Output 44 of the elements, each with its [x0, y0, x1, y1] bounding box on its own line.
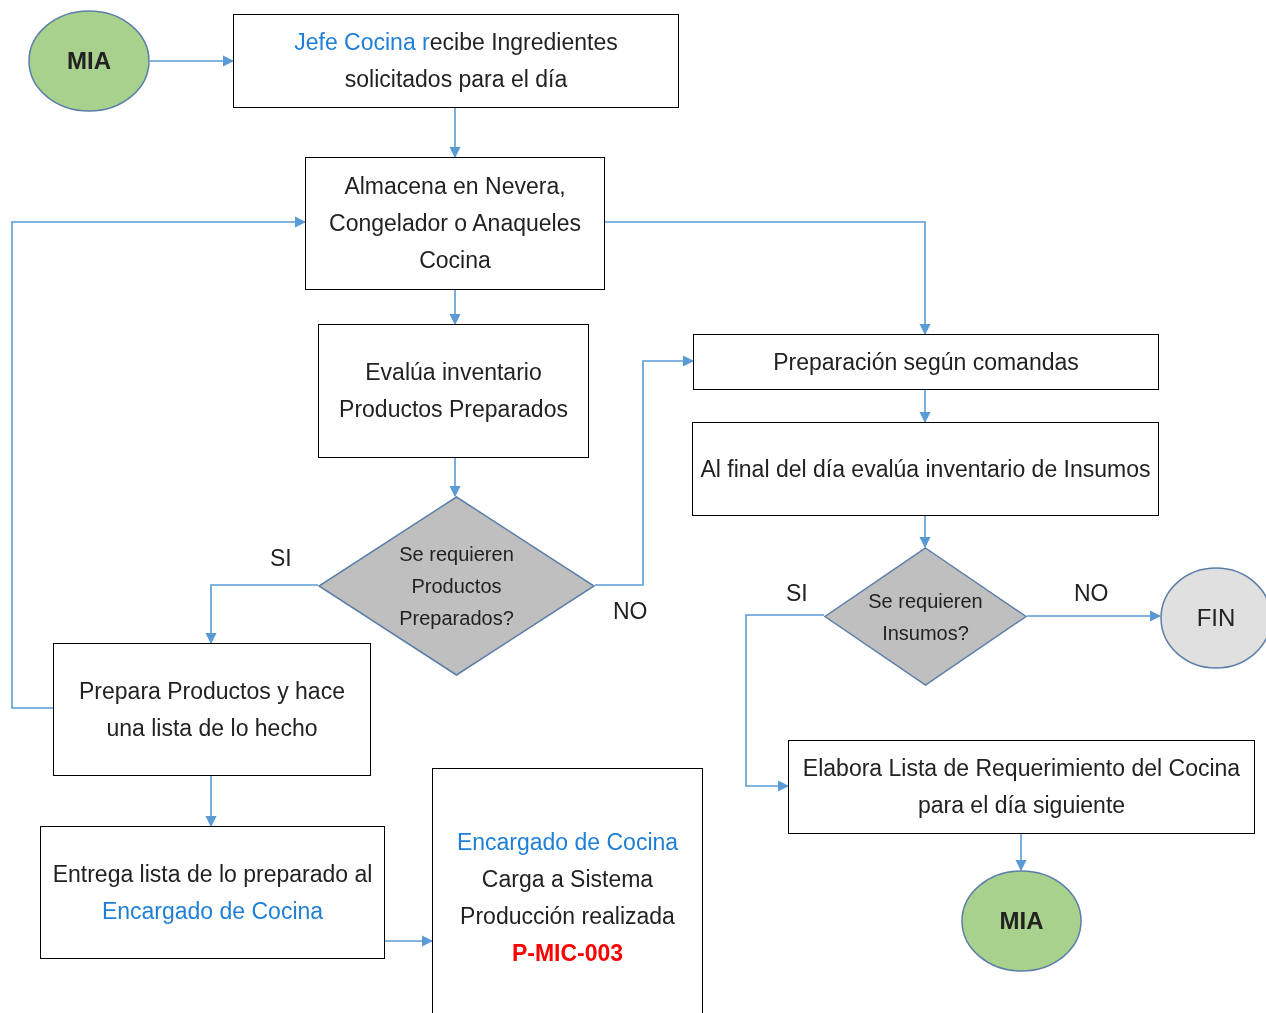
process-box [233, 14, 679, 108]
node-text: Almacena en Nevera, Congelador o Anaqueles Cocina [328, 172, 582, 275]
node-text: Entrega lista de lo preparado al Encargado de Cocina [51, 859, 374, 926]
node-text: Se requieren Insumos? [867, 588, 984, 646]
arrow [205, 584, 319, 645]
node-text: FIN [1196, 604, 1236, 632]
arrow [449, 107, 461, 159]
node-text: Al final del día evalúa inventario de Insumos [700, 454, 1151, 484]
node-text: Se requieren Productos Preparados? [398, 542, 515, 631]
terminal-circle [28, 10, 150, 112]
arrow [745, 614, 825, 792]
decision-diamond [824, 547, 1027, 686]
process-box [693, 334, 1159, 390]
node-text: Evalúa inventario Productos Preparados [338, 358, 569, 424]
arrow [594, 355, 695, 586]
node-text: P-MIC-003 [511, 938, 624, 968]
arrow [604, 221, 931, 336]
process-box [432, 768, 703, 1013]
node-text: Carga a Sistema Producción realizada [459, 865, 676, 931]
arrow [149, 55, 235, 67]
node-text: MIA [67, 47, 111, 75]
arrow [384, 935, 434, 947]
process-box [788, 740, 1255, 834]
terminal-circle [961, 870, 1082, 972]
process-box [692, 422, 1159, 516]
process-box [53, 643, 371, 776]
node-text: Encargado de Cocina [456, 828, 679, 858]
node-text: Preparación según comandas [773, 347, 1079, 377]
node-text: Prepara Productos y hace una lista de lo hecho [78, 676, 346, 743]
node-text: Elabora Lista de Requerimiento del Cocina para el día siguiente [801, 754, 1242, 820]
process-box [318, 324, 589, 458]
process-box [305, 157, 605, 290]
arrow [919, 515, 931, 549]
node-text: Jefe Cocina recibe Ingredientes solicitados para el día [293, 28, 619, 94]
arrow [919, 389, 931, 424]
arrow [11, 216, 307, 709]
arrow [449, 457, 461, 498]
process-box [40, 826, 385, 959]
arrow [1015, 833, 1027, 872]
arrow [1026, 610, 1162, 622]
decision-diamond [318, 496, 595, 676]
arrow [205, 775, 217, 828]
node-text: MIA [999, 907, 1044, 935]
arrow [449, 289, 461, 326]
